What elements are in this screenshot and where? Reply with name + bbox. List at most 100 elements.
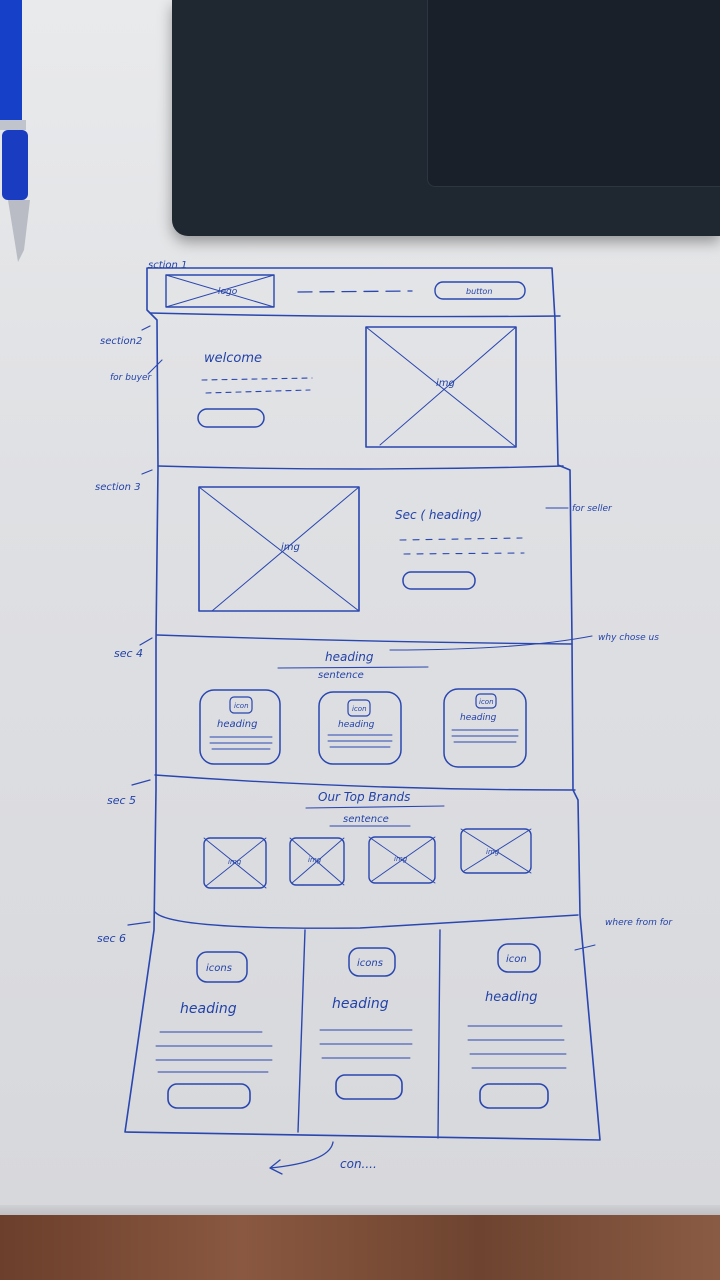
where-note: where from for	[605, 918, 673, 928]
why-card-1-text	[209, 736, 273, 750]
section-label-4: sec 4	[114, 647, 143, 660]
buyer-note: for buyer	[110, 373, 153, 383]
where-note-arrow	[574, 944, 596, 951]
why-card-3-icon	[475, 693, 497, 709]
header-button-label: button	[466, 287, 492, 296]
brand-logo-2: img	[289, 837, 345, 886]
brands-heading-underline	[305, 805, 445, 809]
why-card-3-icon-label: icon	[479, 698, 494, 706]
why-card-3-frame	[443, 688, 527, 768]
seller-heading: Sec ( heading)	[395, 508, 482, 522]
section-label-2: section2	[100, 336, 142, 347]
brand-logo-3: img	[368, 836, 436, 884]
info-column-1-text	[155, 1031, 273, 1073]
info-column-1: icons heading	[155, 951, 273, 1109]
why-card-2-frame	[318, 691, 402, 765]
seller-image-label: img	[281, 542, 300, 553]
brand-logo-3-cross	[368, 836, 436, 884]
nav-links-placeholder	[297, 290, 413, 293]
continue-arrow	[269, 1141, 334, 1175]
header-button	[434, 281, 526, 300]
info-column-2-icon-label: icons	[357, 958, 383, 969]
brand-logo-1-label: img	[228, 858, 242, 866]
seller-image-cross	[198, 486, 360, 612]
pen-grip	[2, 130, 28, 200]
brand-logo-4-label: img	[486, 848, 500, 856]
divider-1	[149, 312, 561, 318]
brand-logo-1-cross	[203, 837, 267, 889]
brand-logo-3-box	[368, 836, 436, 884]
hero-image-cross	[365, 326, 517, 448]
info-column-1-icon-label: icons	[206, 963, 232, 974]
why-card-1-icon-label: icon	[234, 702, 249, 710]
info-column-3-text	[467, 1025, 567, 1069]
info-column-2-text	[319, 1029, 413, 1059]
logo-label: logo	[218, 287, 238, 297]
hero-image-box	[365, 326, 517, 448]
info-column-3: icon heading	[467, 943, 567, 1109]
brand-logo-3-label: img	[394, 855, 408, 863]
why-card-3-text	[451, 729, 519, 743]
brand-logo-1-box	[203, 837, 267, 889]
why-card-1: icon heading	[199, 689, 281, 765]
brand-logo-2-label: img	[308, 856, 322, 864]
brands-heading: Our Top Brands	[318, 790, 410, 804]
wooden-floor	[0, 1215, 720, 1280]
info-column-1-button	[167, 1083, 251, 1109]
page-outline	[124, 267, 601, 1141]
section-label-6: sec 6	[97, 932, 126, 945]
why-sentence: sentence	[318, 670, 364, 681]
section-label-5: sec 5	[107, 794, 136, 807]
info-column-3-heading: heading	[485, 990, 538, 1005]
why-card-1-icon	[229, 696, 253, 714]
brand-logo-4-box	[460, 828, 532, 874]
welcome-heading: welcome	[204, 351, 262, 366]
section-label-arrows	[127, 325, 153, 926]
col-divider-1	[297, 929, 306, 1133]
logo-box	[165, 274, 275, 308]
info-column-2: icons heading	[319, 947, 413, 1100]
info-column-3-icon	[497, 943, 541, 973]
brand-logo-4: img	[460, 828, 532, 874]
info-column-2-icon	[348, 947, 396, 977]
seller-note: for seller	[572, 504, 613, 514]
laptop-trackpad	[427, 0, 720, 187]
why-card-1-heading: heading	[217, 719, 257, 730]
why-note: why chose us	[598, 633, 659, 643]
brand-logo-1: img	[203, 837, 267, 889]
why-card-2-icon-label: icon	[352, 705, 367, 713]
welcome-text-lines	[201, 377, 313, 394]
laptop	[172, 0, 720, 236]
logo-cross	[165, 274, 275, 308]
welcome-button	[197, 408, 265, 428]
why-card-2-heading: heading	[338, 720, 375, 730]
info-column-2-heading: heading	[332, 996, 389, 1012]
why-card-2-text	[327, 734, 393, 748]
divider-2	[157, 465, 564, 470]
info-column-3-icon-label: icon	[506, 954, 527, 965]
info-column-1-heading: heading	[180, 1001, 237, 1017]
info-column-1-icon	[196, 951, 248, 983]
pen-tip	[8, 200, 30, 262]
brand-logo-2-box	[289, 837, 345, 886]
info-column-2-button	[335, 1074, 403, 1100]
hero-image-label: img	[436, 378, 455, 389]
why-card-3: icon heading	[443, 688, 527, 768]
why-card-2: icon heading	[318, 691, 402, 765]
why-heading: heading	[325, 650, 374, 664]
divider-5	[154, 911, 579, 929]
why-heading-underline	[277, 666, 429, 669]
section-label-3: section 3	[95, 482, 141, 493]
brand-logo-2-cross	[289, 837, 345, 886]
brands-sentence: sentence	[343, 814, 389, 825]
divider-4	[154, 774, 576, 791]
pen-barrel	[0, 0, 22, 130]
seller-image-box	[198, 486, 360, 612]
why-note-arrow	[389, 635, 593, 651]
info-column-3-button	[479, 1083, 549, 1109]
pen	[0, 0, 30, 262]
seller-text-lines	[399, 537, 525, 555]
pen-ring	[0, 120, 26, 130]
